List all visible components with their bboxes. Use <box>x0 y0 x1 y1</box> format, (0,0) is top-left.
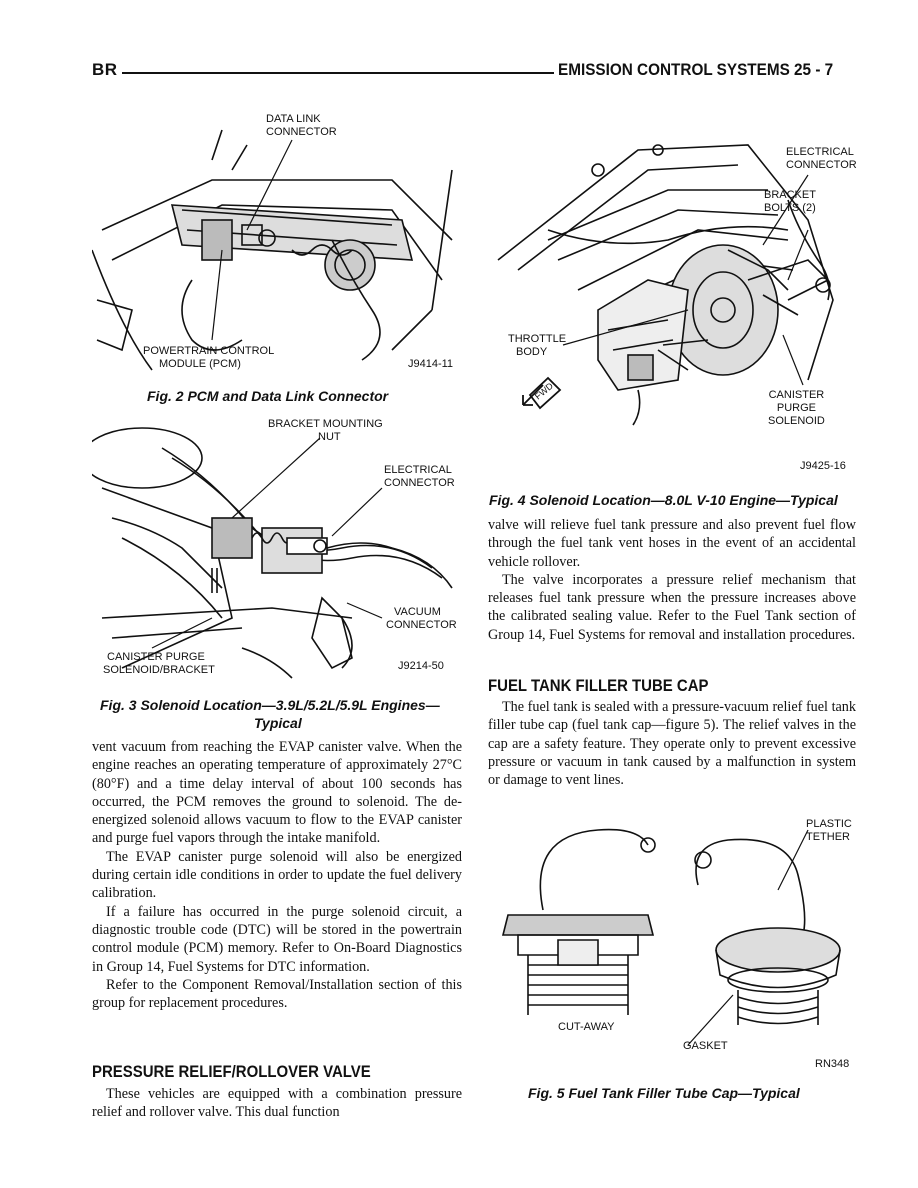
fig5-code: RN348 <box>815 1058 850 1070</box>
heading-fuel-tank-cap: FUEL TANK FILLER TUBE CAP <box>488 676 709 695</box>
fig2-drawing <box>92 129 453 371</box>
fig4-label-canister-line3: SOLENOID <box>768 415 825 427</box>
fig3-label-bracket-line1: BRACKET MOUNTING <box>268 418 383 430</box>
fig2-code: J9414-11 <box>408 358 454 370</box>
fig5-label-cutaway: CUT-AWAY <box>558 1021 615 1033</box>
right-para-3: The fuel tank is sealed with a pressure-… <box>488 698 856 789</box>
fig4-code: J9425-16 <box>800 460 846 472</box>
left-para-5-text: These vehicles are equipped with a combi… <box>92 1086 462 1121</box>
fig4-label-throttle-line2: BODY <box>516 346 548 358</box>
fig3-code: J9214-50 <box>398 660 444 672</box>
fig3-label-vacuum-line1: VACUUM <box>394 606 441 618</box>
fig3-label-electrical-line2: CONNECTOR <box>384 477 455 489</box>
fig2-label-pcm-line1: POWERTRAIN CONTROL <box>143 345 275 357</box>
fig3-label-electrical-line1: ELECTRICAL <box>384 464 452 476</box>
fig4-label-bracket-line1: BRACKET <box>764 189 816 201</box>
fig2-label-data-link-text: DATA LINK <box>266 113 321 125</box>
left-para-1: vent vacuum from reaching the EVAP canis… <box>92 739 462 847</box>
heading-pressure-relief: PRESSURE RELIEF/ROLLOVER VALVE <box>92 1062 371 1081</box>
fig2-caption: Fig. 2 PCM and Data Link Connector <box>147 388 389 404</box>
fig5-label-gasket: GASKET <box>683 1040 728 1052</box>
watermark <box>380 560 388 594</box>
fig5-label-plastic-line1: PLASTIC <box>806 818 852 830</box>
fig4-label-canister-line2: PURGE <box>776 402 816 414</box>
fig4-illustration <box>488 130 858 440</box>
fig4-label-electrical-line1: ELECTRICAL <box>786 146 854 158</box>
fig2-label-connector-text: CONNECTOR <box>266 126 337 138</box>
fig3-caption-line2: Typical <box>254 715 302 731</box>
fig2-label-pcm-line2: MODULE (PCM) <box>159 358 241 370</box>
header-rule <box>122 72 554 74</box>
fig5-drawing <box>501 828 841 1046</box>
header-title: EMISSION CONTROL SYSTEMS 25 - 7 <box>558 60 834 79</box>
right-para-1: valve will relieve fuel tank pressure an… <box>488 517 856 570</box>
fig5-illustration <box>488 815 858 1065</box>
fig2-illustration <box>92 110 462 380</box>
left-para-4: Refer to the Component Removal/Installat… <box>92 976 462 1012</box>
fig3-illustration <box>92 418 462 680</box>
fig3-label-bracket-line2: NUT <box>318 431 341 443</box>
left-column-body: vent vacuum from reaching the EVAP canis… <box>92 738 462 1012</box>
fig3-label-vacuum-line2: CONNECTOR <box>386 619 457 631</box>
header-section-code: BR <box>92 60 118 79</box>
fig3-drawing <box>92 427 453 679</box>
fig3-label-canister-line1: CANISTER PURGE <box>107 651 205 663</box>
right-para-3-text: The fuel tank is sealed with a pressure-… <box>488 699 856 789</box>
fig4-label-electrical-line2: CONNECTOR <box>786 159 857 171</box>
left-para-5: These vehicles are equipped with a combi… <box>92 1085 462 1122</box>
left-para-3: If a failure has occurred in the purge s… <box>92 903 462 975</box>
fig5-label-plastic-line2: TETHER <box>806 831 850 843</box>
fig4-caption: Fig. 4 Solenoid Location—8.0L V-10 Engin… <box>489 492 838 508</box>
right-para-2: The valve incorporates a pressure relief… <box>488 571 856 643</box>
fig4-label-canister-line1: CANISTER <box>768 389 825 401</box>
right-column-body: valve will relieve fuel tank pressure an… <box>488 516 856 644</box>
fig5-caption: Fig. 5 Fuel Tank Filler Tube Cap—Typical <box>528 1085 800 1101</box>
fig4-label-bracket-line2: BOLTS (2) <box>764 202 816 214</box>
fig4-label-throttle-line1: THROTTLE <box>508 333 567 345</box>
fig3-label-canister-line2: SOLENOID/BRACKET <box>103 664 215 676</box>
fig4-drawing <box>497 144 834 426</box>
fig3-caption-line1: Fig. 3 Solenoid Location—3.9L/5.2L/5.9L … <box>100 697 440 713</box>
left-para-2: The EVAP canister purge solenoid will al… <box>92 848 462 902</box>
